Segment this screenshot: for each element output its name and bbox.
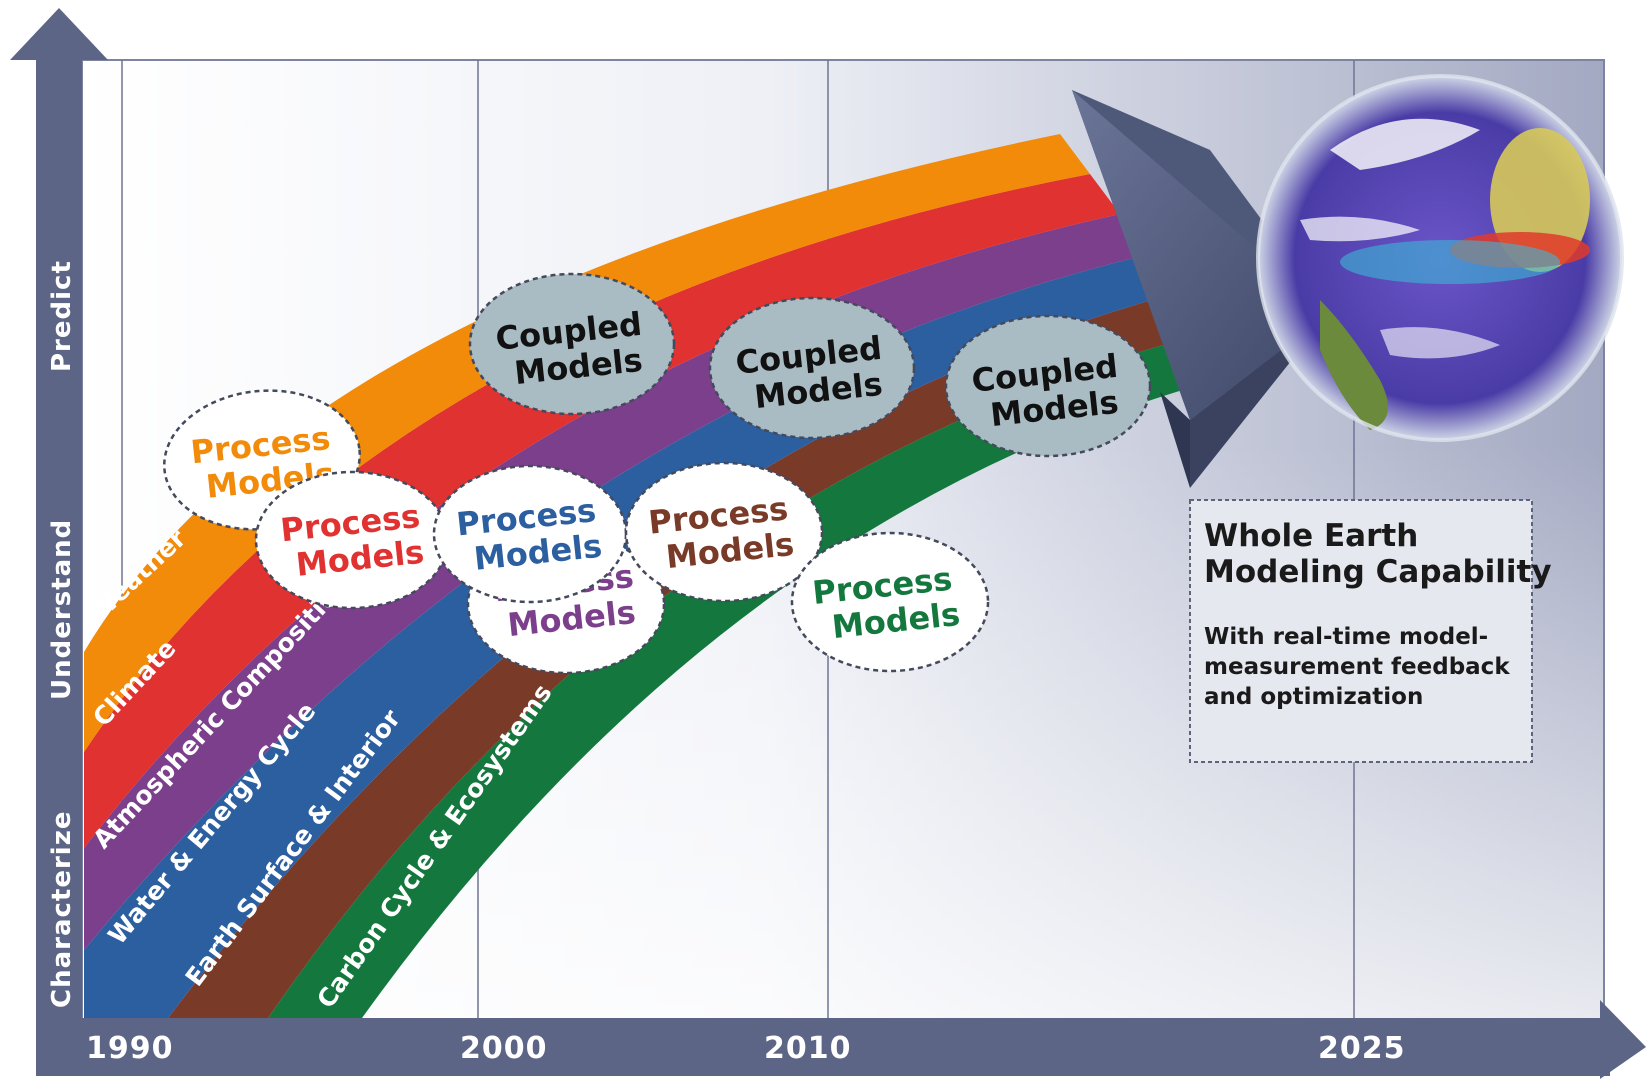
- capability-desc-line2: measurement feedback: [1204, 654, 1510, 680]
- band-earth-surface: [168, 292, 1210, 1018]
- bubble-process-carbon-cycle: Process Models: [790, 531, 990, 673]
- earth-globe-icon: [1256, 74, 1624, 442]
- y-label-understand: Understand: [47, 519, 77, 700]
- band-water-energy: [84, 254, 1180, 1018]
- bubble-process-earth-surface: Process Models: [624, 461, 824, 603]
- capability-title-line1: Whole Earth: [1204, 518, 1418, 554]
- capability-desc-line3: and optimization: [1204, 684, 1423, 710]
- capability-box: Whole Earth Modeling Capability With rea…: [1189, 499, 1552, 763]
- x-axis: [36, 1000, 1646, 1079]
- bubble-coupled-1: Coupled Models: [468, 272, 676, 416]
- bubble-coupled-3: Coupled Models: [944, 314, 1152, 458]
- capability-title-line2: Modeling Capability: [1204, 554, 1552, 590]
- x-label-2025: 2025: [1318, 1031, 1406, 1066]
- x-label-1990: 1990: [86, 1031, 174, 1066]
- y-label-predict: Predict: [47, 260, 77, 372]
- capability-desc-line1: With real-time model-: [1204, 624, 1488, 650]
- y-axis: [10, 8, 108, 1076]
- bubble-process-water-energy: Process Models: [432, 464, 628, 604]
- bubble-coupled-2: Coupled Models: [708, 296, 916, 440]
- bubble-process-climate: Process Models: [254, 470, 450, 610]
- x-label-2010: 2010: [764, 1031, 852, 1066]
- y-label-characterize: Characterize: [47, 811, 77, 1008]
- x-label-2000: 2000: [460, 1031, 548, 1066]
